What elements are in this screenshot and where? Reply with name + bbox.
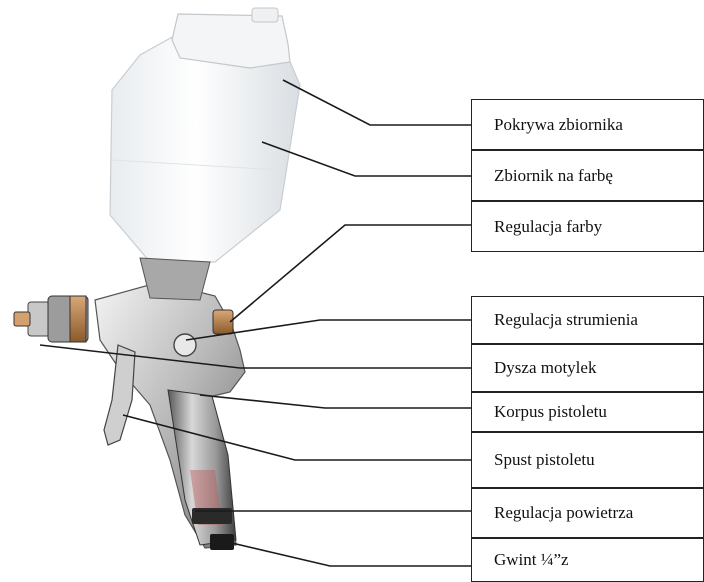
leader-paint bbox=[230, 225, 471, 322]
leader-lid bbox=[283, 80, 471, 125]
label-trigger: Spust pistoletu bbox=[471, 432, 704, 488]
label-air-adjust: Regulacja powietrza bbox=[471, 488, 704, 538]
air-inlet-thread bbox=[210, 534, 234, 550]
label-thread: Gwint ¼”z bbox=[471, 538, 704, 582]
leader-cup bbox=[262, 142, 471, 176]
leader-body bbox=[200, 395, 471, 408]
label-nozzle: Dysza motylek bbox=[471, 344, 704, 392]
label-lid: Pokrywa zbiornika bbox=[471, 99, 704, 150]
leader-thread bbox=[232, 543, 471, 566]
label-gun-body: Korpus pistoletu bbox=[471, 392, 704, 432]
label-cup: Zbiornik na farbę bbox=[471, 150, 704, 201]
leader-nozzle bbox=[40, 345, 471, 368]
label-fan-adjust: Regulacja strumienia bbox=[471, 296, 704, 344]
nozzle bbox=[14, 296, 88, 342]
label-paint-adjust: Regulacja farby bbox=[471, 201, 704, 252]
cup-lid bbox=[172, 8, 290, 68]
trigger bbox=[104, 345, 135, 445]
